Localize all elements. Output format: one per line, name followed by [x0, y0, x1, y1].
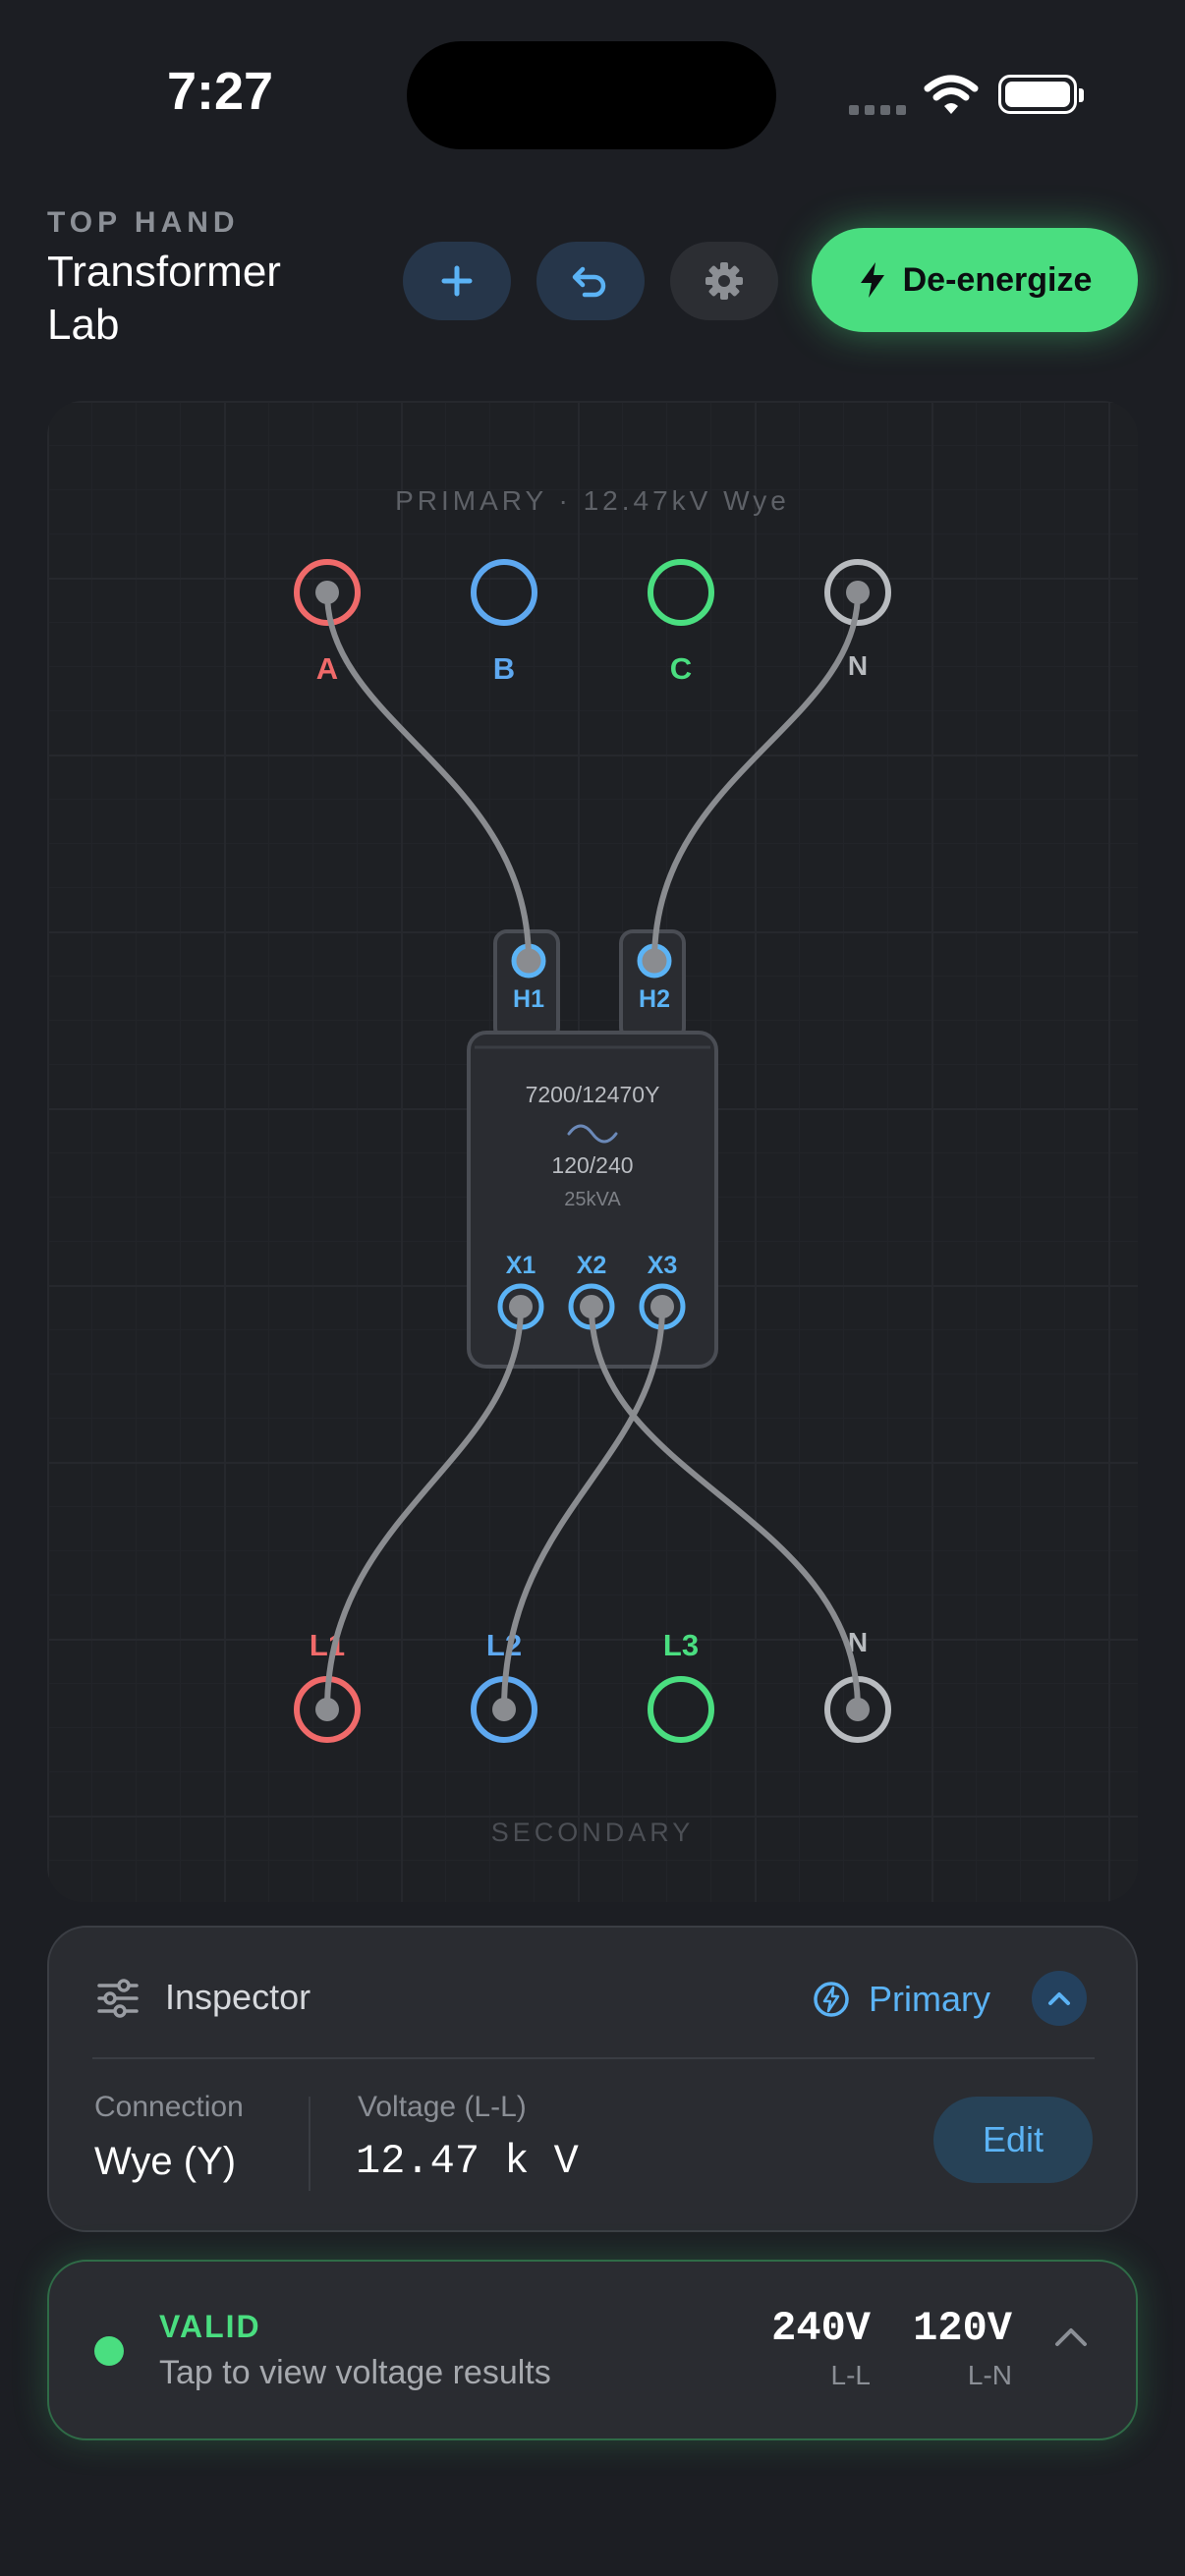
primary-terminal-n-label: N	[848, 650, 868, 681]
plus-icon	[441, 265, 473, 297]
primary-terminal-a-label: A	[316, 651, 338, 686]
undo-icon	[572, 266, 606, 298]
inspector-mode[interactable]: Primary	[812, 1979, 990, 2020]
chevron-up-icon	[1048, 1992, 1070, 2005]
status-state: VALID	[159, 2309, 261, 2344]
inspector-mode-label: Primary	[869, 1979, 990, 2019]
connection-value: Wye (Y)	[94, 2140, 237, 2183]
wire-x2-n[interactable]	[589, 1304, 861, 1712]
secondary-section-label: SECONDARY	[491, 1818, 695, 1847]
deenergize-button[interactable]: De-energize	[812, 228, 1138, 332]
status-time: 7:27	[167, 62, 274, 121]
field-separator	[309, 2097, 310, 2191]
voltage-label: Voltage (L-L)	[358, 2091, 527, 2123]
wiring-canvas[interactable]: PRIMARY · 12.47kV Wye SECONDARY A B C N	[47, 401, 1138, 1902]
secondary-terminal-l3-label: L3	[663, 1628, 699, 1662]
chevron-up-icon	[1055, 2328, 1087, 2346]
validation-status-card[interactable]: VALID Tap to view voltage results 240V L…	[47, 2260, 1138, 2440]
secondary-terminal-l3[interactable]: L3	[648, 1628, 714, 1743]
bushing-x3-label: X3	[648, 1252, 678, 1279]
transformer[interactable]: 7200/12470Y 120/240 25kVA	[467, 929, 718, 1369]
cellular-signal-icon	[849, 102, 912, 120]
expand-results-button[interactable]	[1051, 2323, 1091, 2357]
kva-rating: 25kVA	[564, 1189, 621, 1210]
bolt-icon	[860, 262, 884, 298]
status-hint: Tap to view voltage results	[159, 2354, 551, 2391]
primary-terminal-b-label: B	[493, 651, 515, 686]
bushing-x2-label: X2	[577, 1252, 607, 1279]
ll-voltage-label: L-L	[830, 2360, 871, 2390]
secondary-terminal-l1[interactable]: L1	[294, 1628, 361, 1743]
bushing-x1-label: X1	[506, 1252, 536, 1279]
page-title: Transformer Lab	[47, 248, 281, 349]
gear-icon	[705, 262, 743, 300]
ln-voltage-value: 120V	[913, 2305, 1012, 2352]
sliders-icon	[96, 1979, 140, 2023]
inspector-title: Inspector	[165, 1977, 311, 2017]
settings-button[interactable]	[670, 242, 778, 320]
wire-x1-l1[interactable]	[324, 1304, 524, 1712]
inspector-collapse-button[interactable]	[1032, 1971, 1087, 2026]
primary-terminal-b[interactable]: B	[471, 559, 537, 686]
wifi-icon	[924, 75, 979, 121]
inspector-panel: Inspector Primary Connection Wye (Y) Vol…	[47, 1926, 1138, 2232]
undo-button[interactable]	[536, 242, 645, 320]
primary-terminal-c[interactable]: C	[648, 559, 714, 686]
battery-icon	[998, 75, 1084, 114]
add-button[interactable]	[403, 242, 511, 320]
deenergize-label: De-energize	[902, 260, 1093, 299]
connection-label: Connection	[94, 2091, 244, 2123]
bushing-h1-label: H1	[513, 985, 544, 1013]
ll-voltage-value: 240V	[771, 2305, 871, 2352]
brand-label: TOP HAND	[47, 206, 240, 239]
status-indicator	[94, 2336, 124, 2366]
voltage-value: 12.47 k V	[356, 2138, 579, 2185]
wire-n-h2[interactable]	[651, 589, 861, 964]
primary-terminal-c-label: C	[670, 651, 692, 686]
bolt-circle-icon	[814, 1982, 849, 2017]
primary-rating: 7200/12470Y	[526, 1082, 660, 1107]
edit-button[interactable]: Edit	[933, 2097, 1093, 2183]
inspector-divider	[92, 2057, 1095, 2059]
primary-section-label: PRIMARY · 12.47kV Wye	[395, 485, 790, 516]
dynamic-island	[407, 41, 776, 149]
secondary-rating: 120/240	[551, 1152, 633, 1178]
secondary-terminal-l2-label: L2	[486, 1628, 522, 1662]
wire-x3-l2[interactable]	[501, 1304, 665, 1712]
transformer-tank	[467, 1031, 718, 1369]
bushing-h2-label: H2	[639, 985, 670, 1013]
wire-a-h1[interactable]	[324, 589, 532, 964]
ln-voltage-label: L-N	[967, 2360, 1012, 2390]
sine-icon	[567, 1124, 618, 1144]
secondary-terminal-n-label: N	[848, 1627, 868, 1657]
